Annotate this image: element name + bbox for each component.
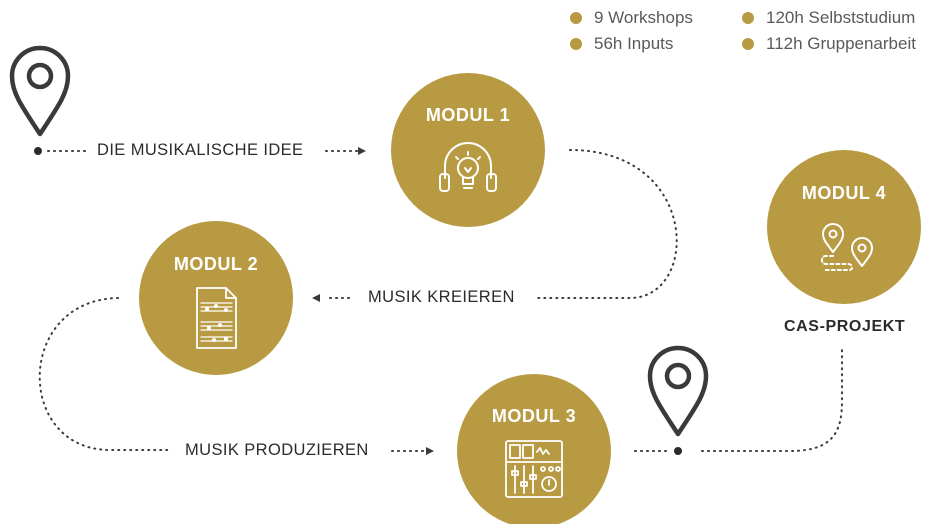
modul-2-title: MODUL 2 xyxy=(173,254,259,274)
path-modul1-to-kreieren xyxy=(537,149,678,299)
legend-label: 112h Gruppenarbeit xyxy=(766,34,916,53)
legend-item-inputs: 56h Inputs xyxy=(570,34,742,54)
sheet-music-icon xyxy=(196,287,237,349)
path-pin-to-projekt xyxy=(701,347,843,452)
start-dot xyxy=(34,147,42,155)
modul-2-circle xyxy=(139,221,293,375)
location-pin-icon xyxy=(647,345,709,437)
legend-dot-icon xyxy=(570,38,582,50)
legend: 9 Workshops 120h Selbststudium 56h Input… xyxy=(570,8,940,54)
location-pin-icon xyxy=(9,45,71,137)
mixing-console-icon xyxy=(505,440,563,498)
modul-3-circle xyxy=(457,374,611,524)
legend-dot-icon xyxy=(742,12,754,24)
legend-dot-icon xyxy=(570,12,582,24)
legend-label: 9 Workshops xyxy=(594,8,693,27)
step-label-project: CAS-PROJEKT xyxy=(784,318,906,335)
modul-3-title: MODUL 3 xyxy=(491,406,577,426)
modul-1-circle xyxy=(391,73,545,227)
arrow-right-3 xyxy=(426,447,434,455)
modul-4-circle xyxy=(767,150,921,304)
headphones-lightbulb-icon xyxy=(439,142,497,192)
arrow-right-1 xyxy=(358,147,366,155)
step-label-create: MUSIK KREIEREN xyxy=(368,288,515,306)
legend-item-selbststudium: 120h Selbststudium xyxy=(742,8,940,28)
legend-dot-icon xyxy=(742,38,754,50)
legend-label: 56h Inputs xyxy=(594,34,674,53)
route-pins-icon xyxy=(821,223,873,271)
legend-item-gruppenarbeit: 112h Gruppenarbeit xyxy=(742,34,940,54)
arrow-left-kreieren xyxy=(312,294,320,302)
modul-4-title: MODUL 4 xyxy=(801,183,887,203)
step-label-start: DIE MUSIKALISCHE IDEE xyxy=(97,141,304,159)
path-modul2-to-produzieren xyxy=(38,297,171,451)
step-label-produce: MUSIK PRODUZIEREN xyxy=(185,441,369,459)
end-dot xyxy=(674,447,682,455)
legend-label: 120h Selbststudium xyxy=(766,8,916,27)
modul-1-title: MODUL 1 xyxy=(425,105,511,125)
legend-item-workshops: 9 Workshops xyxy=(570,8,742,28)
